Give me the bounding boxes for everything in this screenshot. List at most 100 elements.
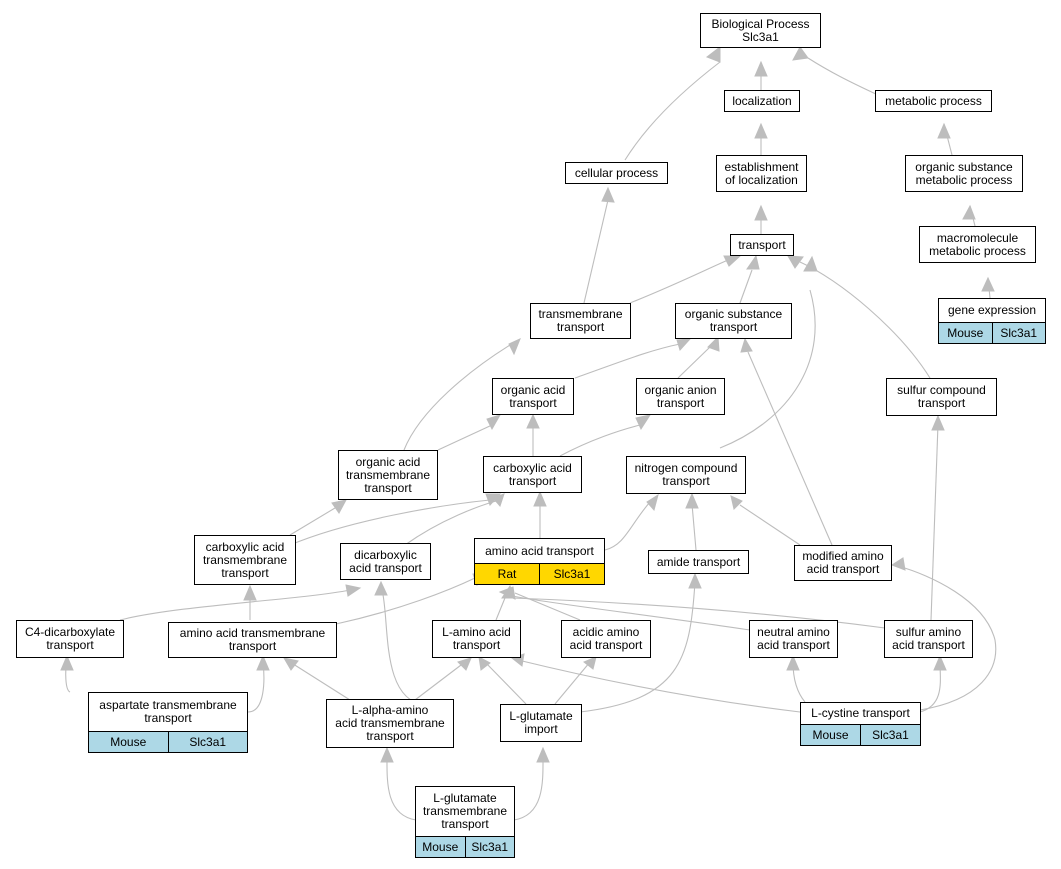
node-label: amino acid transmembrane transport — [179, 626, 326, 653]
node-amino-acid-transmembrane-transport[interactable]: amino acid transmembrane transport — [168, 622, 337, 658]
node-label: nitrogen compound transport — [634, 461, 738, 488]
arrowhead — [380, 746, 394, 763]
gene-badge: Slc3a1 — [464, 837, 514, 857]
species-badge: Mouse — [801, 725, 860, 745]
node-label: modified amino acid transport — [802, 549, 884, 576]
arrowhead — [536, 746, 550, 763]
edge — [381, 589, 426, 706]
node-sulfur-amino-acid-transport[interactable]: sulfur amino acid transport — [884, 620, 973, 658]
node-organic-acid-transport[interactable]: organic acid transport — [492, 378, 574, 415]
edge — [624, 61, 721, 161]
arrowhead — [583, 656, 597, 670]
node-label: L-glutamate transmembrane transport — [422, 791, 508, 831]
arrowhead — [787, 255, 804, 269]
arrowhead — [635, 414, 652, 431]
arrowhead — [933, 654, 947, 671]
gene-badge: Slc3a1 — [539, 564, 604, 584]
arrowhead — [803, 255, 818, 272]
edge — [579, 581, 696, 713]
node-label: localization — [732, 93, 792, 108]
edge — [517, 659, 801, 713]
edge — [386, 753, 417, 821]
arrowhead — [685, 492, 699, 509]
node-label: carboxylic acid transmembrane transport — [202, 539, 288, 580]
node-transport[interactable]: transport — [730, 234, 794, 256]
node-sulfur-compound-transport[interactable]: sulfur compound transport — [886, 378, 997, 416]
node-amide-transport[interactable]: amide transport — [648, 550, 749, 574]
arrowhead — [676, 338, 692, 351]
species-badge: Mouse — [416, 837, 465, 857]
node-organic-acid-transmembrane-transport[interactable]: organic acid transmembrane transport — [338, 450, 438, 500]
node-label: establishment of localization — [724, 159, 799, 187]
node-label: metabolic process — [885, 93, 982, 108]
node-label: aspartate transmembrane transport — [99, 698, 237, 725]
node-label: C4-dicarboxylate transport — [24, 625, 116, 652]
edge — [583, 199, 609, 304]
node-label: Biological Process Slc3a1 — [711, 16, 810, 44]
edge — [335, 577, 476, 625]
species-badge: Mouse — [89, 732, 168, 752]
node-carboxylic-acid-transport[interactable]: carboxylic acid transport — [483, 456, 582, 493]
node-label: organic acid transport — [500, 382, 566, 410]
node-acidic-amino-acid-transport[interactable]: acidic amino acid transport — [561, 620, 651, 658]
node-localization[interactable]: localization — [724, 90, 800, 112]
edge — [930, 423, 939, 621]
node-label: L-glutamate import — [509, 709, 573, 736]
edge — [289, 499, 491, 546]
node-organic-substance-transport[interactable]: organic substance transport — [675, 303, 792, 339]
arrowhead — [730, 495, 743, 510]
edge — [799, 261, 931, 379]
node-biological-process[interactable]: Biological Process Slc3a1 — [700, 13, 821, 48]
edge — [511, 595, 751, 631]
arrowhead — [931, 414, 945, 431]
arrowhead — [746, 254, 760, 270]
arrowhead — [981, 276, 995, 292]
node-cellular-process[interactable]: cellular process — [565, 162, 668, 184]
gene-badge: Slc3a1 — [991, 323, 1045, 343]
edge — [513, 753, 544, 821]
node-label: carboxylic acid transport — [493, 460, 572, 488]
node-carboxylic-acid-transmembrane-transport[interactable]: carboxylic acid transmembrane transport — [194, 535, 296, 585]
node-label: gene expression — [947, 303, 1037, 317]
node-modified-amino-acid-transport[interactable]: modified amino acid transport — [794, 545, 892, 581]
node-label: acidic amino acid transport — [569, 625, 643, 652]
node-transmembrane-transport[interactable]: transmembrane transport — [530, 303, 631, 339]
gene-badge: Slc3a1 — [860, 725, 920, 745]
arrowhead — [707, 335, 720, 352]
arrowhead — [646, 493, 659, 512]
arrowhead — [937, 122, 951, 139]
node-label: sulfur compound transport — [897, 383, 986, 410]
edge — [719, 289, 816, 449]
arrowhead — [60, 654, 74, 671]
node-c4-dicarboxylate-transport[interactable]: C4-dicarboxylate transport — [16, 620, 124, 658]
node-l-amino-acid-transport[interactable]: L-amino acid transport — [432, 620, 521, 658]
node-label: organic acid transmembrane transport — [345, 454, 431, 495]
node-organic-anion-transport[interactable]: organic anion transport — [636, 378, 725, 415]
arrowhead — [688, 572, 702, 589]
edge — [414, 661, 466, 701]
node-dicarboxylic-acid-transport[interactable]: dicarboxylic acid transport — [340, 543, 431, 580]
arrowhead — [478, 656, 491, 671]
node-metabolic-process[interactable]: metabolic process — [875, 90, 992, 112]
node-l-alpha-amino-acid-transmembrane-transport[interactable]: L-alpha-amino acid transmembrane transpo… — [326, 699, 454, 748]
arrowhead — [705, 45, 721, 63]
node-organic-substance-metabolic-process[interactable]: organic substance metabolic process — [905, 155, 1023, 192]
edge — [514, 592, 581, 621]
node-establishment-of-localization[interactable]: establishment of localization — [716, 155, 807, 192]
node-label: organic substance transport — [684, 307, 783, 334]
node-nitrogen-compound-transport[interactable]: nitrogen compound transport — [626, 456, 746, 494]
arrowhead — [601, 186, 615, 203]
node-neutral-amino-acid-transport[interactable]: neutral amino acid transport — [749, 620, 838, 658]
species-badge: Mouse — [939, 323, 992, 343]
node-label: neutral amino acid transport — [757, 625, 830, 652]
node-l-glutamate-import[interactable]: L-glutamate import — [500, 704, 582, 742]
node-macromolecule-metabolic-process[interactable]: macromolecule metabolic process — [919, 226, 1036, 263]
arrowhead — [526, 413, 540, 429]
